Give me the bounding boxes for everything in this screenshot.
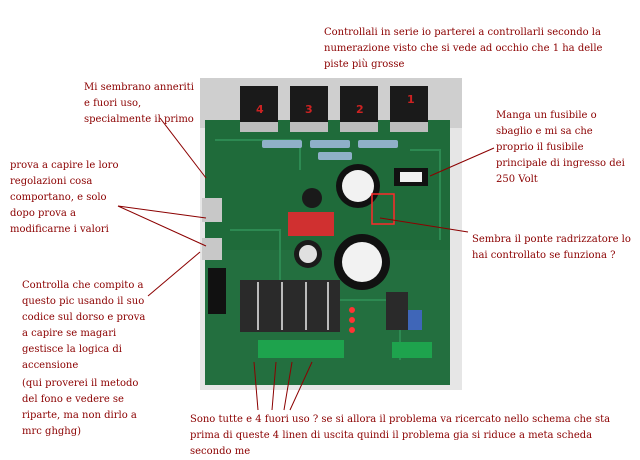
note-fuse: Manga un fusibile o sbaglio e mi sa che … <box>496 110 625 185</box>
terminal-block-bottom <box>258 340 344 358</box>
note-top-right: Controllali in serie io parterei a contr… <box>324 27 603 70</box>
transistor-4 <box>240 86 278 122</box>
note-bottom: Sono tutte e 4 fuori uso ? se si allora … <box>190 414 611 457</box>
note-regulators: prova a capire le loro regolazioni cosa … <box>10 160 119 235</box>
capacitor-small-1 <box>302 188 322 208</box>
note-bridge: Sembra il ponte radrizzatore lo hai cont… <box>472 234 631 261</box>
note-blackened: Mi sembrano anneriti e fuori uso, specia… <box>84 82 194 125</box>
relay-right <box>386 292 408 330</box>
note-pic: Controlla che compito a questo pic usand… <box>22 280 146 371</box>
terminal-block-right <box>392 342 432 358</box>
pic-chip <box>208 268 226 314</box>
bridge-rectifier <box>288 212 334 236</box>
note-phone: (qui proverei il metodo del fono e veder… <box>22 378 139 437</box>
transistor-number-4: 4 <box>256 103 264 116</box>
capacitor-blue <box>408 310 422 330</box>
led-1 <box>349 307 355 313</box>
left-heatsink-2 <box>202 238 222 260</box>
resistor-row <box>262 140 398 160</box>
led-2 <box>349 317 355 323</box>
led-3 <box>349 327 355 333</box>
transistor-number-1: 1 <box>407 93 415 106</box>
pointer-lines <box>117 117 495 411</box>
transistor-number-3: 3 <box>305 103 313 116</box>
transistor-1 <box>390 86 428 122</box>
left-heatsink <box>202 198 222 222</box>
transistor-number-2: 2 <box>356 103 364 116</box>
output-relays <box>240 280 340 332</box>
transistor-3 <box>290 86 328 122</box>
transistor-2 <box>340 86 378 122</box>
power-transistors <box>240 86 428 132</box>
